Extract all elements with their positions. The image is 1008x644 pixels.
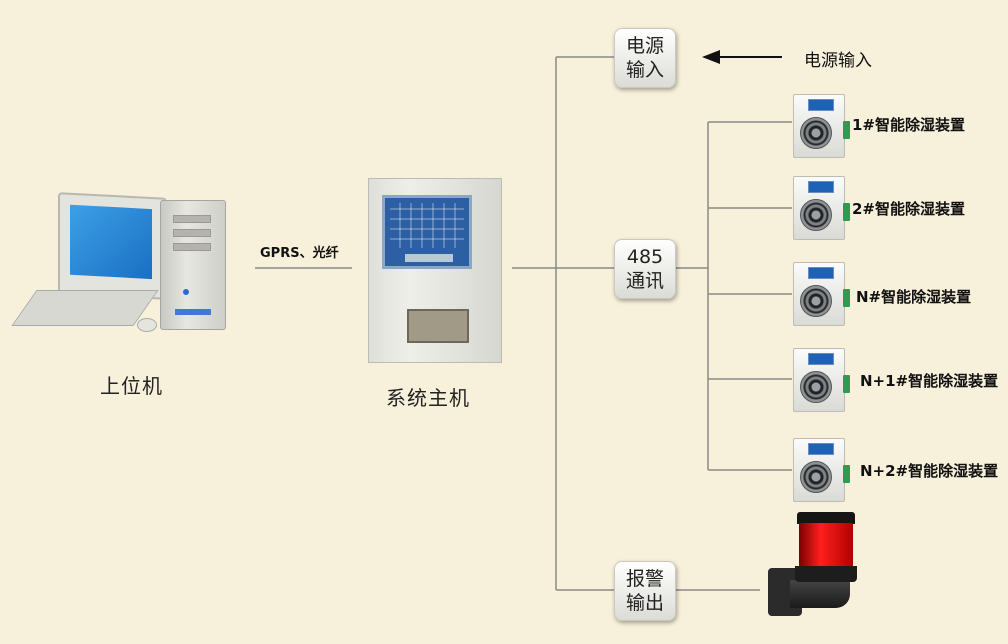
mouse-icon <box>137 318 157 332</box>
comm-node-line2: 通讯 <box>625 270 664 292</box>
keyboard-icon <box>11 290 159 326</box>
power-input-node: 电源 输入 <box>614 28 676 88</box>
dehumidifier-2-icon <box>793 176 850 240</box>
device-4-label: N+1#智能除湿装置 <box>860 372 999 390</box>
device-3-label: N#智能除湿装置 <box>856 288 972 306</box>
alarm-node-line2: 输出 <box>625 592 664 614</box>
link-label: GPRS、光纤 <box>260 246 339 261</box>
power-node-line2: 输入 <box>625 59 664 81</box>
alarm-output-node: 报警 输出 <box>614 561 676 621</box>
power-input-arrow <box>702 50 782 64</box>
dehumidifier-5-icon <box>793 438 850 502</box>
power-input-label: 电源输入 <box>804 51 872 71</box>
host-cabinet-icon <box>368 178 502 363</box>
monitor-icon <box>58 192 167 300</box>
device-1-label: 1#智能除湿装置 <box>852 116 966 134</box>
pc-label: 上位机 <box>100 374 163 398</box>
computer-tower-icon <box>160 200 226 330</box>
comm-485-node: 485 通讯 <box>614 239 676 299</box>
dehumidifier-4-icon <box>793 348 850 412</box>
dehumidifier-1-icon <box>793 94 850 158</box>
dehumidifier-3-icon <box>793 262 850 326</box>
host-nameplate <box>407 309 469 343</box>
alarm-node-line1: 报警 <box>625 568 664 590</box>
host-label: 系统主机 <box>386 386 470 410</box>
comm-node-line1: 485 <box>626 246 664 268</box>
device-5-label: N+2#智能除湿装置 <box>860 462 999 480</box>
power-node-line1: 电源 <box>625 35 664 57</box>
device-2-label: 2#智能除湿装置 <box>852 200 966 218</box>
host-display-panel <box>382 195 472 269</box>
